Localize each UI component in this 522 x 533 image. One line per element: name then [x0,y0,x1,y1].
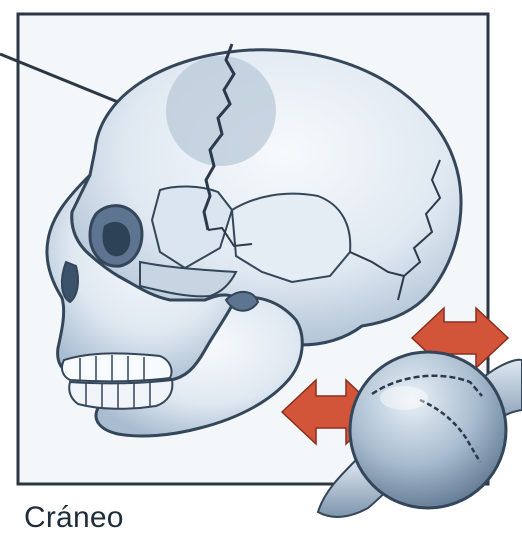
figure-caption: Cráneo [24,498,124,533]
